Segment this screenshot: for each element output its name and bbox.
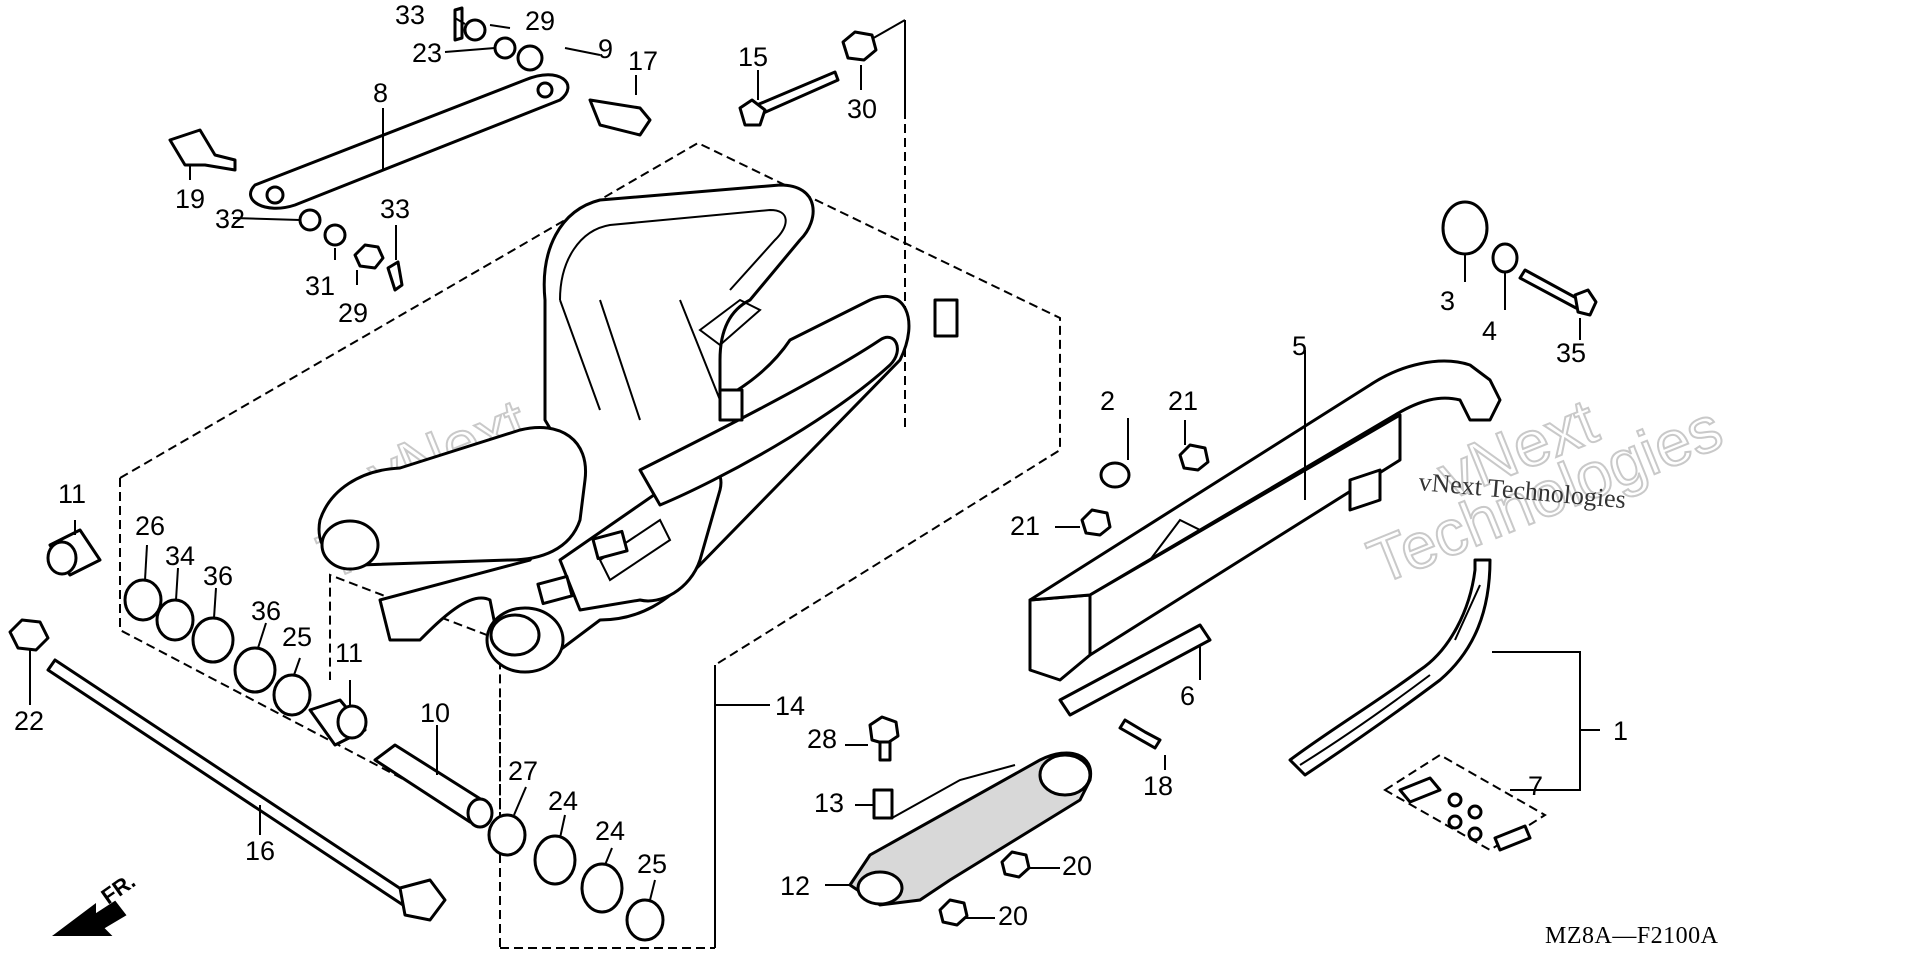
callout-4: 4 [1482,316,1497,346]
callout-12: 12 [780,871,810,901]
callout-27: 27 [508,756,538,786]
chain-case [1028,359,1502,682]
callout-28: 28 [807,724,837,754]
callout-25a: 25 [282,622,312,652]
callout-labels: 1 2 3 4 5 6 7 8 9 10 11 11 12 13 14 15 1… [14,0,1628,931]
callout-20b: 20 [998,901,1028,931]
callout-18: 18 [1143,771,1173,801]
callout-21a: 21 [1168,386,1198,416]
callout-24b: 24 [595,816,625,846]
callout-26: 26 [135,511,165,541]
front-direction-arrow: FR. [52,868,140,936]
callout-34: 34 [165,541,195,571]
callout-35: 35 [1556,338,1586,368]
callout-6: 6 [1180,681,1195,711]
callout-19: 19 [175,184,205,214]
arrow-left-icon [52,900,127,936]
callout-30: 30 [847,94,877,124]
callout-25b: 25 [637,849,667,879]
callout-16: 16 [245,836,275,866]
callout-5: 5 [1292,331,1307,361]
callout-11b: 11 [335,638,363,668]
callout-13: 13 [814,788,844,818]
hardware [8,6,1598,942]
diagram-code: MZ8A—F2100A [1545,923,1719,949]
leader-lines [29,17,1600,919]
callout-10: 10 [420,698,450,728]
callout-1: 1 [1613,716,1628,746]
callout-3: 3 [1440,286,1455,316]
callout-23: 23 [412,38,442,68]
callout-17: 17 [628,46,658,76]
callout-21b: 21 [1010,511,1040,541]
callout-9: 9 [598,34,613,64]
callout-36a: 36 [203,561,233,591]
drive-chain [1288,558,1492,777]
callout-14: 14 [775,691,805,721]
swingarm [317,183,959,674]
chain-slider [847,751,1093,907]
callout-29b: 29 [338,298,368,328]
callout-20a: 20 [1062,851,1092,881]
callout-22: 22 [14,706,44,736]
assembly-14-boundary [119,19,1061,949]
callout-29a: 29 [525,6,555,36]
front-label: FR. [97,868,140,909]
callout-36b: 36 [251,596,281,626]
callout-7: 7 [1528,771,1543,801]
callout-31: 31 [305,271,335,301]
callout-8: 8 [373,78,388,108]
callout-11a: 11 [58,479,86,509]
callout-24a: 24 [548,786,578,816]
callout-33a: 33 [395,0,425,30]
chain-joint-kit [1383,753,1547,852]
callout-15: 15 [738,42,768,72]
callout-32: 32 [215,204,245,234]
callout-2: 2 [1100,386,1115,416]
callout-33b: 33 [380,194,410,224]
pivot-shaft [46,658,447,922]
